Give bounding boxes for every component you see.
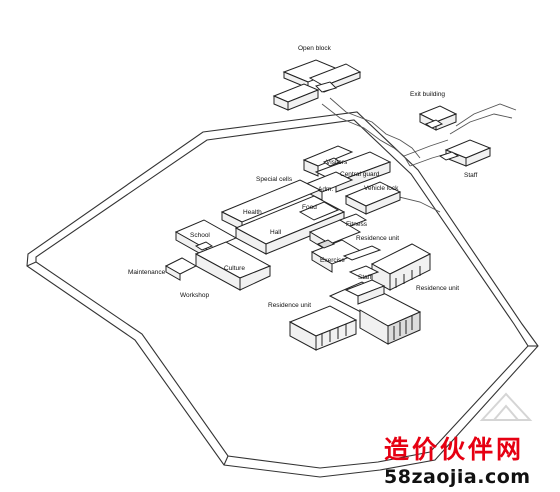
watermark-url: 58zaojia.com bbox=[384, 466, 531, 488]
label-health: Health bbox=[243, 209, 262, 216]
label-residence-unit-right: Residence unit bbox=[416, 285, 459, 292]
watermark-logo-icon bbox=[479, 392, 533, 421]
label-exercise: Exercise bbox=[320, 257, 345, 264]
label-maintenance: Maintenance bbox=[128, 269, 166, 276]
label-residence-unit-lower: Residence unit bbox=[268, 302, 311, 309]
label-staff-top: Staff bbox=[464, 172, 478, 179]
staff-building-top bbox=[438, 139, 492, 167]
label-residence-unit-upper: Residence unit bbox=[356, 235, 399, 242]
residence-staff-cross bbox=[288, 279, 422, 351]
label-open-block: Open block bbox=[298, 45, 331, 52]
perimeter-wall bbox=[26, 111, 539, 478]
access-path bbox=[321, 97, 517, 213]
label-hall: Hall bbox=[270, 229, 282, 236]
label-visitors: Visitors bbox=[326, 159, 348, 166]
label-vehicle-lock: Vehicle lock bbox=[364, 185, 399, 192]
school-culture-block bbox=[164, 219, 272, 291]
corridors bbox=[338, 213, 382, 279]
open-block-building bbox=[272, 59, 362, 111]
main-wing bbox=[220, 179, 346, 255]
label-culture: Culture bbox=[224, 265, 245, 272]
label-exit-building: Exit building bbox=[410, 91, 446, 98]
label-special-cells: Special cells bbox=[256, 176, 293, 183]
residence-unit-right bbox=[370, 243, 432, 291]
label-workshop: Workshop bbox=[180, 292, 210, 299]
label-staff-mid: Staff bbox=[358, 274, 372, 281]
watermark-chinese-text: 造价伙伴网 bbox=[384, 435, 525, 464]
label-central-guard: Central guard bbox=[340, 171, 380, 178]
label-fitness: Fitness bbox=[346, 221, 367, 228]
label-food: Food bbox=[302, 204, 317, 211]
exit-building bbox=[418, 105, 458, 131]
label-adm: Adm. bbox=[318, 186, 334, 193]
label-school: School bbox=[190, 232, 210, 239]
